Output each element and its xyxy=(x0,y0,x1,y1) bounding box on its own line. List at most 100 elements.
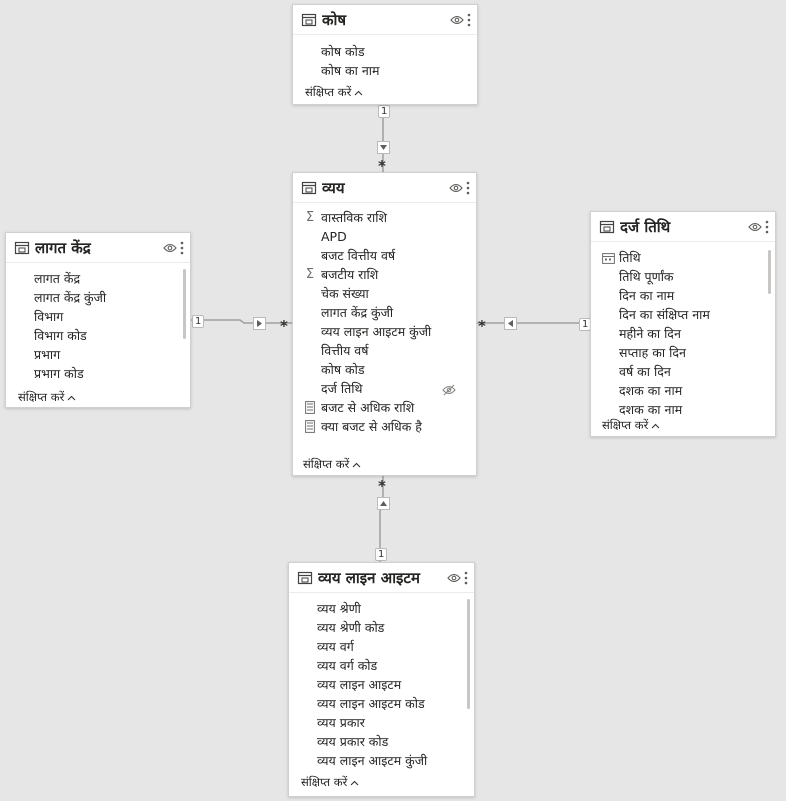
rel-kosh-one-label: 1 xyxy=(378,105,391,118)
rel-kosh-arrow-icon[interactable] xyxy=(377,141,390,154)
table-header[interactable]: दर्ज तिथि xyxy=(591,212,775,242)
calculator-icon xyxy=(303,398,317,417)
collapse-button[interactable]: संक्षिप्त करें xyxy=(303,457,361,472)
field-row[interactable]: विभाग कोड xyxy=(6,326,190,345)
chevron-up-icon xyxy=(651,418,660,432)
more-icon[interactable] xyxy=(180,241,184,255)
hidden-eye-icon[interactable] xyxy=(442,382,456,401)
eye-icon[interactable] xyxy=(450,14,464,26)
field-row[interactable]: लागत केंद्र कुंजी xyxy=(293,303,476,322)
eye-icon[interactable] xyxy=(449,182,463,194)
field-row[interactable]: क्या बजट से अधिक है xyxy=(293,417,476,436)
field-row[interactable]: व्यय लाइन आइटम कोड xyxy=(289,694,474,713)
field-row[interactable]: व्यय श्रेणी कोड xyxy=(289,618,474,637)
table-card-kosh[interactable]: कोष कोष कोड कोष का नाम संक्षिप्त करें xyxy=(292,4,478,105)
field-row[interactable]: प्रभाग xyxy=(6,345,190,364)
collapse-button[interactable]: संक्षिप्त करें xyxy=(602,418,660,433)
field-row[interactable]: व्यय लाइन आइटम कुंजी xyxy=(293,322,476,341)
field-row[interactable]: व्यय वर्ग xyxy=(289,637,474,656)
field-label: लागत केंद्र कुंजी xyxy=(34,290,107,305)
field-row[interactable]: व्यय प्रकार कोड xyxy=(289,732,474,751)
rel-lagat-arrow-icon[interactable] xyxy=(253,317,266,330)
chevron-up-icon xyxy=(350,775,359,789)
field-row[interactable]: दर्ज तिथि xyxy=(293,379,476,398)
field-row[interactable]: वित्तीय वर्ष xyxy=(293,341,476,360)
field-row[interactable]: विभाग xyxy=(6,307,190,326)
table-title: व्यय xyxy=(322,178,345,197)
eye-icon[interactable] xyxy=(447,572,461,584)
collapse-button[interactable]: संक्षिप्त करें xyxy=(301,775,359,790)
field-label: प्रभाग xyxy=(34,347,61,362)
field-row[interactable]: लागत केंद्र xyxy=(6,269,190,288)
field-label: क्या बजट से अधिक है xyxy=(321,419,422,434)
rel-vyay-many-right: * xyxy=(478,317,486,335)
scrollbar[interactable] xyxy=(467,599,470,709)
field-row[interactable]: प्रभाग कोड xyxy=(6,364,190,383)
more-icon[interactable] xyxy=(466,181,470,195)
rel-vyay-many-top: * xyxy=(378,157,386,175)
more-icon[interactable] xyxy=(467,13,471,27)
field-row[interactable]: बजट वित्तीय वर्ष xyxy=(293,246,476,265)
field-label: वास्तविक राशि xyxy=(321,210,388,225)
table-header[interactable]: व्यय लाइन आइटम xyxy=(289,563,474,593)
collapse-button[interactable]: संक्षिप्त करें xyxy=(18,390,76,405)
table-card-lagat[interactable]: लागत केंद्र लागत केंद्र लागत केंद्र कुंज… xyxy=(5,232,191,408)
field-row[interactable]: व्यय प्रकार xyxy=(289,713,474,732)
table-title: दर्ज तिथि xyxy=(620,217,671,236)
field-row[interactable]: APD xyxy=(293,227,476,246)
collapse-label: संक्षिप्त करें xyxy=(602,418,649,432)
more-icon[interactable] xyxy=(765,220,769,234)
field-label: कोष कोड xyxy=(321,362,365,377)
rel-lineitem-one-label: 1 xyxy=(375,548,388,561)
eye-icon[interactable] xyxy=(748,221,762,233)
field-row[interactable]: दिन का नाम xyxy=(591,286,775,305)
table-icon xyxy=(297,570,313,586)
calendar-icon xyxy=(601,248,615,267)
field-label: व्यय लाइन आइटम कोड xyxy=(317,696,425,711)
field-row[interactable]: कोष कोड xyxy=(293,360,476,379)
field-label: व्यय लाइन आइटम xyxy=(317,677,402,692)
field-row[interactable]: दशक का नाम xyxy=(591,400,775,419)
table-icon xyxy=(14,240,30,256)
chevron-up-icon xyxy=(67,390,76,404)
field-label: लागत केंद्र कुंजी xyxy=(321,305,394,320)
field-row[interactable]: सप्ताह का दिन xyxy=(591,343,775,362)
field-label: बजट वित्तीय वर्ष xyxy=(321,248,396,263)
field-row[interactable]: कोष का नाम xyxy=(293,61,477,80)
table-header[interactable]: व्यय xyxy=(293,173,476,203)
field-row[interactable]: व्यय लाइन आइटम कुंजी xyxy=(289,751,474,770)
table-card-lineitem[interactable]: व्यय लाइन आइटम व्यय श्रेणी व्यय श्रेणी क… xyxy=(288,562,475,797)
table-header[interactable]: लागत केंद्र xyxy=(6,233,190,263)
field-row[interactable]: व्यय वर्ग कोड xyxy=(289,656,474,675)
table-header[interactable]: कोष xyxy=(293,5,477,35)
field-row[interactable]: लागत केंद्र कुंजी xyxy=(6,288,190,307)
field-row[interactable]: कोष कोड xyxy=(293,42,477,61)
chevron-up-icon xyxy=(354,85,363,99)
field-row[interactable]: महीने का दिन xyxy=(591,324,775,343)
eye-icon[interactable] xyxy=(163,242,177,254)
field-list: कोष कोड कोष का नाम xyxy=(293,35,477,80)
rel-darj-arrow-icon[interactable] xyxy=(504,317,517,330)
table-card-darj[interactable]: दर्ज तिथि तिथि तिथि पूर्णांक दिन का नाम … xyxy=(590,211,776,437)
field-row[interactable]: चेक संख्या xyxy=(293,284,476,303)
more-icon[interactable] xyxy=(464,571,468,585)
rel-vyay-many-left: * xyxy=(280,317,288,335)
scrollbar[interactable] xyxy=(183,269,186,339)
sigma-icon: Σ xyxy=(305,267,315,282)
scrollbar[interactable] xyxy=(768,250,771,294)
collapse-button[interactable]: संक्षिप्त करें xyxy=(305,85,363,100)
rel-lineitem-arrow-icon[interactable] xyxy=(377,497,390,510)
field-row[interactable]: व्यय श्रेणी xyxy=(289,599,474,618)
field-label: प्रभाग कोड xyxy=(34,366,84,381)
field-row[interactable]: व्यय लाइन आइटम xyxy=(289,675,474,694)
field-row[interactable]: दशक का नाम xyxy=(591,381,775,400)
field-row[interactable]: दिन का संक्षिप्त नाम xyxy=(591,305,775,324)
field-row[interactable]: तिथि xyxy=(591,248,775,267)
field-row[interactable]: बजट से अधिक राशि xyxy=(293,398,476,417)
field-row[interactable]: वर्ष का दिन xyxy=(591,362,775,381)
field-row[interactable]: तिथि पूर्णांक xyxy=(591,267,775,286)
